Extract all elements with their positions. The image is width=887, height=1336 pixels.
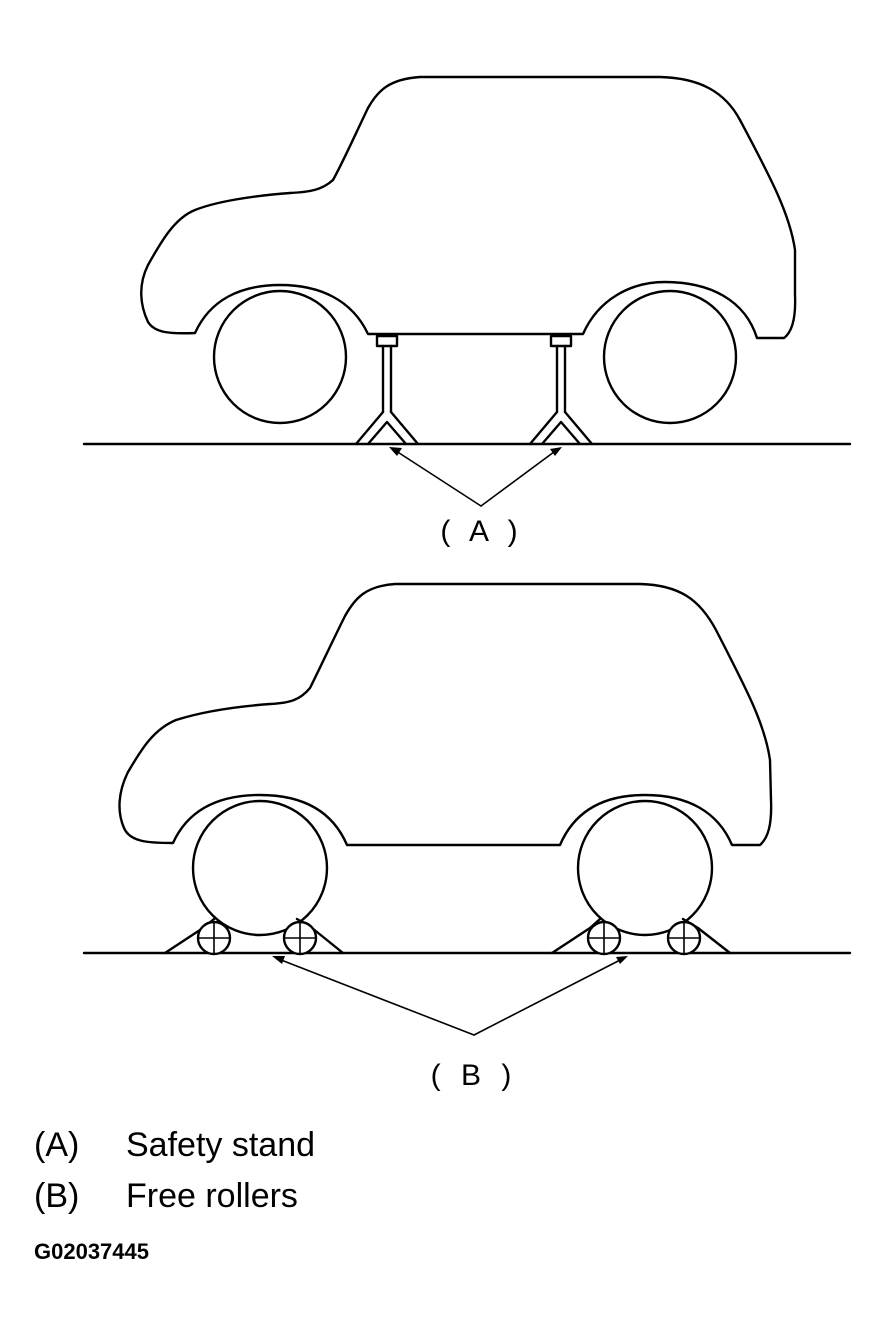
callout-arrows-a <box>389 447 562 507</box>
safety-stand-front <box>354 334 420 446</box>
rear-wheel-bottom <box>576 799 714 937</box>
vehicle-on-safety-stands: ( A ) <box>82 75 852 548</box>
vehicle-on-free-rollers: ( B ) <box>82 582 852 1092</box>
legend-item-a: (A) Safety stand <box>34 1126 315 1165</box>
free-roller-unit-rear <box>550 917 732 956</box>
callout-label-a: ( A ) <box>440 515 523 548</box>
vehicle-body-bottom <box>118 582 773 847</box>
front-wheel-top <box>212 289 348 425</box>
free-roller-unit-front <box>163 917 345 956</box>
front-wheel-bottom <box>191 799 329 937</box>
legend-text-b: Free rollers <box>126 1177 298 1215</box>
figure-id: G02037445 <box>34 1239 149 1264</box>
safety-stand-rear <box>528 334 594 446</box>
rear-wheel-top <box>602 289 738 425</box>
legend-text-a: Safety stand <box>126 1126 316 1164</box>
legend-key-a: (A) <box>34 1126 80 1164</box>
legend-item-b: (B) Free rollers <box>34 1177 298 1216</box>
vehicle-body-top <box>140 75 797 340</box>
callout-arrows-b <box>272 956 628 1036</box>
legend-key-b: (B) <box>34 1177 80 1215</box>
callout-label-b: ( B ) <box>431 1059 518 1092</box>
